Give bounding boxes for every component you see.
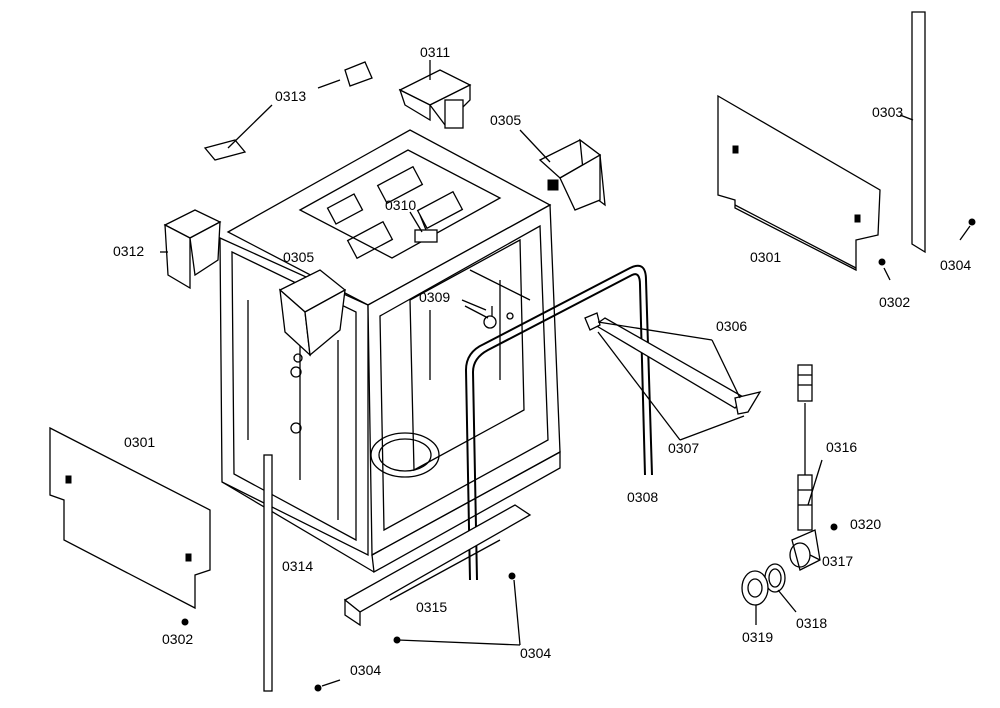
label-0310: 0310 — [385, 197, 416, 213]
part-labels: 0311 0313 0305 0303 0310 0312 0301 0304 … — [113, 44, 971, 678]
leader-lines — [160, 60, 971, 687]
part-0305-bracket-left — [278, 269, 347, 363]
label-0307: 0307 — [668, 440, 699, 456]
label-0305-left: 0305 — [283, 249, 314, 265]
label-0305-top: 0305 — [490, 112, 521, 128]
part-0311-module — [398, 69, 472, 129]
part-0306-spray-arm — [584, 312, 762, 415]
label-0318: 0318 — [796, 615, 827, 631]
label-0315: 0315 — [416, 599, 447, 615]
label-0308: 0308 — [627, 489, 658, 505]
label-0302-left: 0302 — [162, 631, 193, 647]
part-0312-module — [163, 209, 222, 290]
part-0316-hose — [797, 364, 813, 531]
label-0303: 0303 — [872, 104, 903, 120]
screws — [181, 218, 976, 692]
part-0308-door-gasket — [464, 264, 653, 581]
part-0318-ring — [764, 563, 786, 593]
part-0301-panel-right — [717, 94, 881, 272]
label-0319: 0319 — [742, 629, 773, 645]
part-0315-rail — [343, 504, 532, 627]
part-0317-elbow — [789, 529, 821, 571]
part-0310-latch — [414, 214, 438, 243]
label-0316: 0316 — [826, 439, 857, 455]
label-0309: 0309 — [419, 289, 450, 305]
part-0309-bracket — [464, 269, 531, 329]
label-0302-right: 0302 — [879, 294, 910, 310]
label-0304-bottom-left: 0304 — [350, 662, 381, 678]
label-0301-left: 0301 — [124, 434, 155, 450]
part-0305-bracket-top — [538, 138, 606, 211]
label-0314: 0314 — [282, 558, 313, 574]
part-0314-strip — [263, 454, 273, 692]
part-0319-cap — [741, 570, 769, 606]
tub-body — [219, 129, 561, 574]
label-0304-bottom-mid: 0304 — [520, 645, 551, 661]
part-0313-brackets — [203, 61, 373, 161]
part-0301-panel-left — [49, 426, 211, 610]
label-0317: 0317 — [822, 553, 853, 569]
label-0313: 0313 — [275, 88, 306, 104]
part-0303-strip — [911, 11, 926, 254]
label-0312: 0312 — [113, 243, 144, 259]
label-0311: 0311 — [420, 44, 450, 60]
label-0304-right: 0304 — [940, 257, 971, 273]
label-0306: 0306 — [716, 318, 747, 334]
label-0301-right: 0301 — [750, 249, 781, 265]
label-0320: 0320 — [850, 516, 881, 532]
